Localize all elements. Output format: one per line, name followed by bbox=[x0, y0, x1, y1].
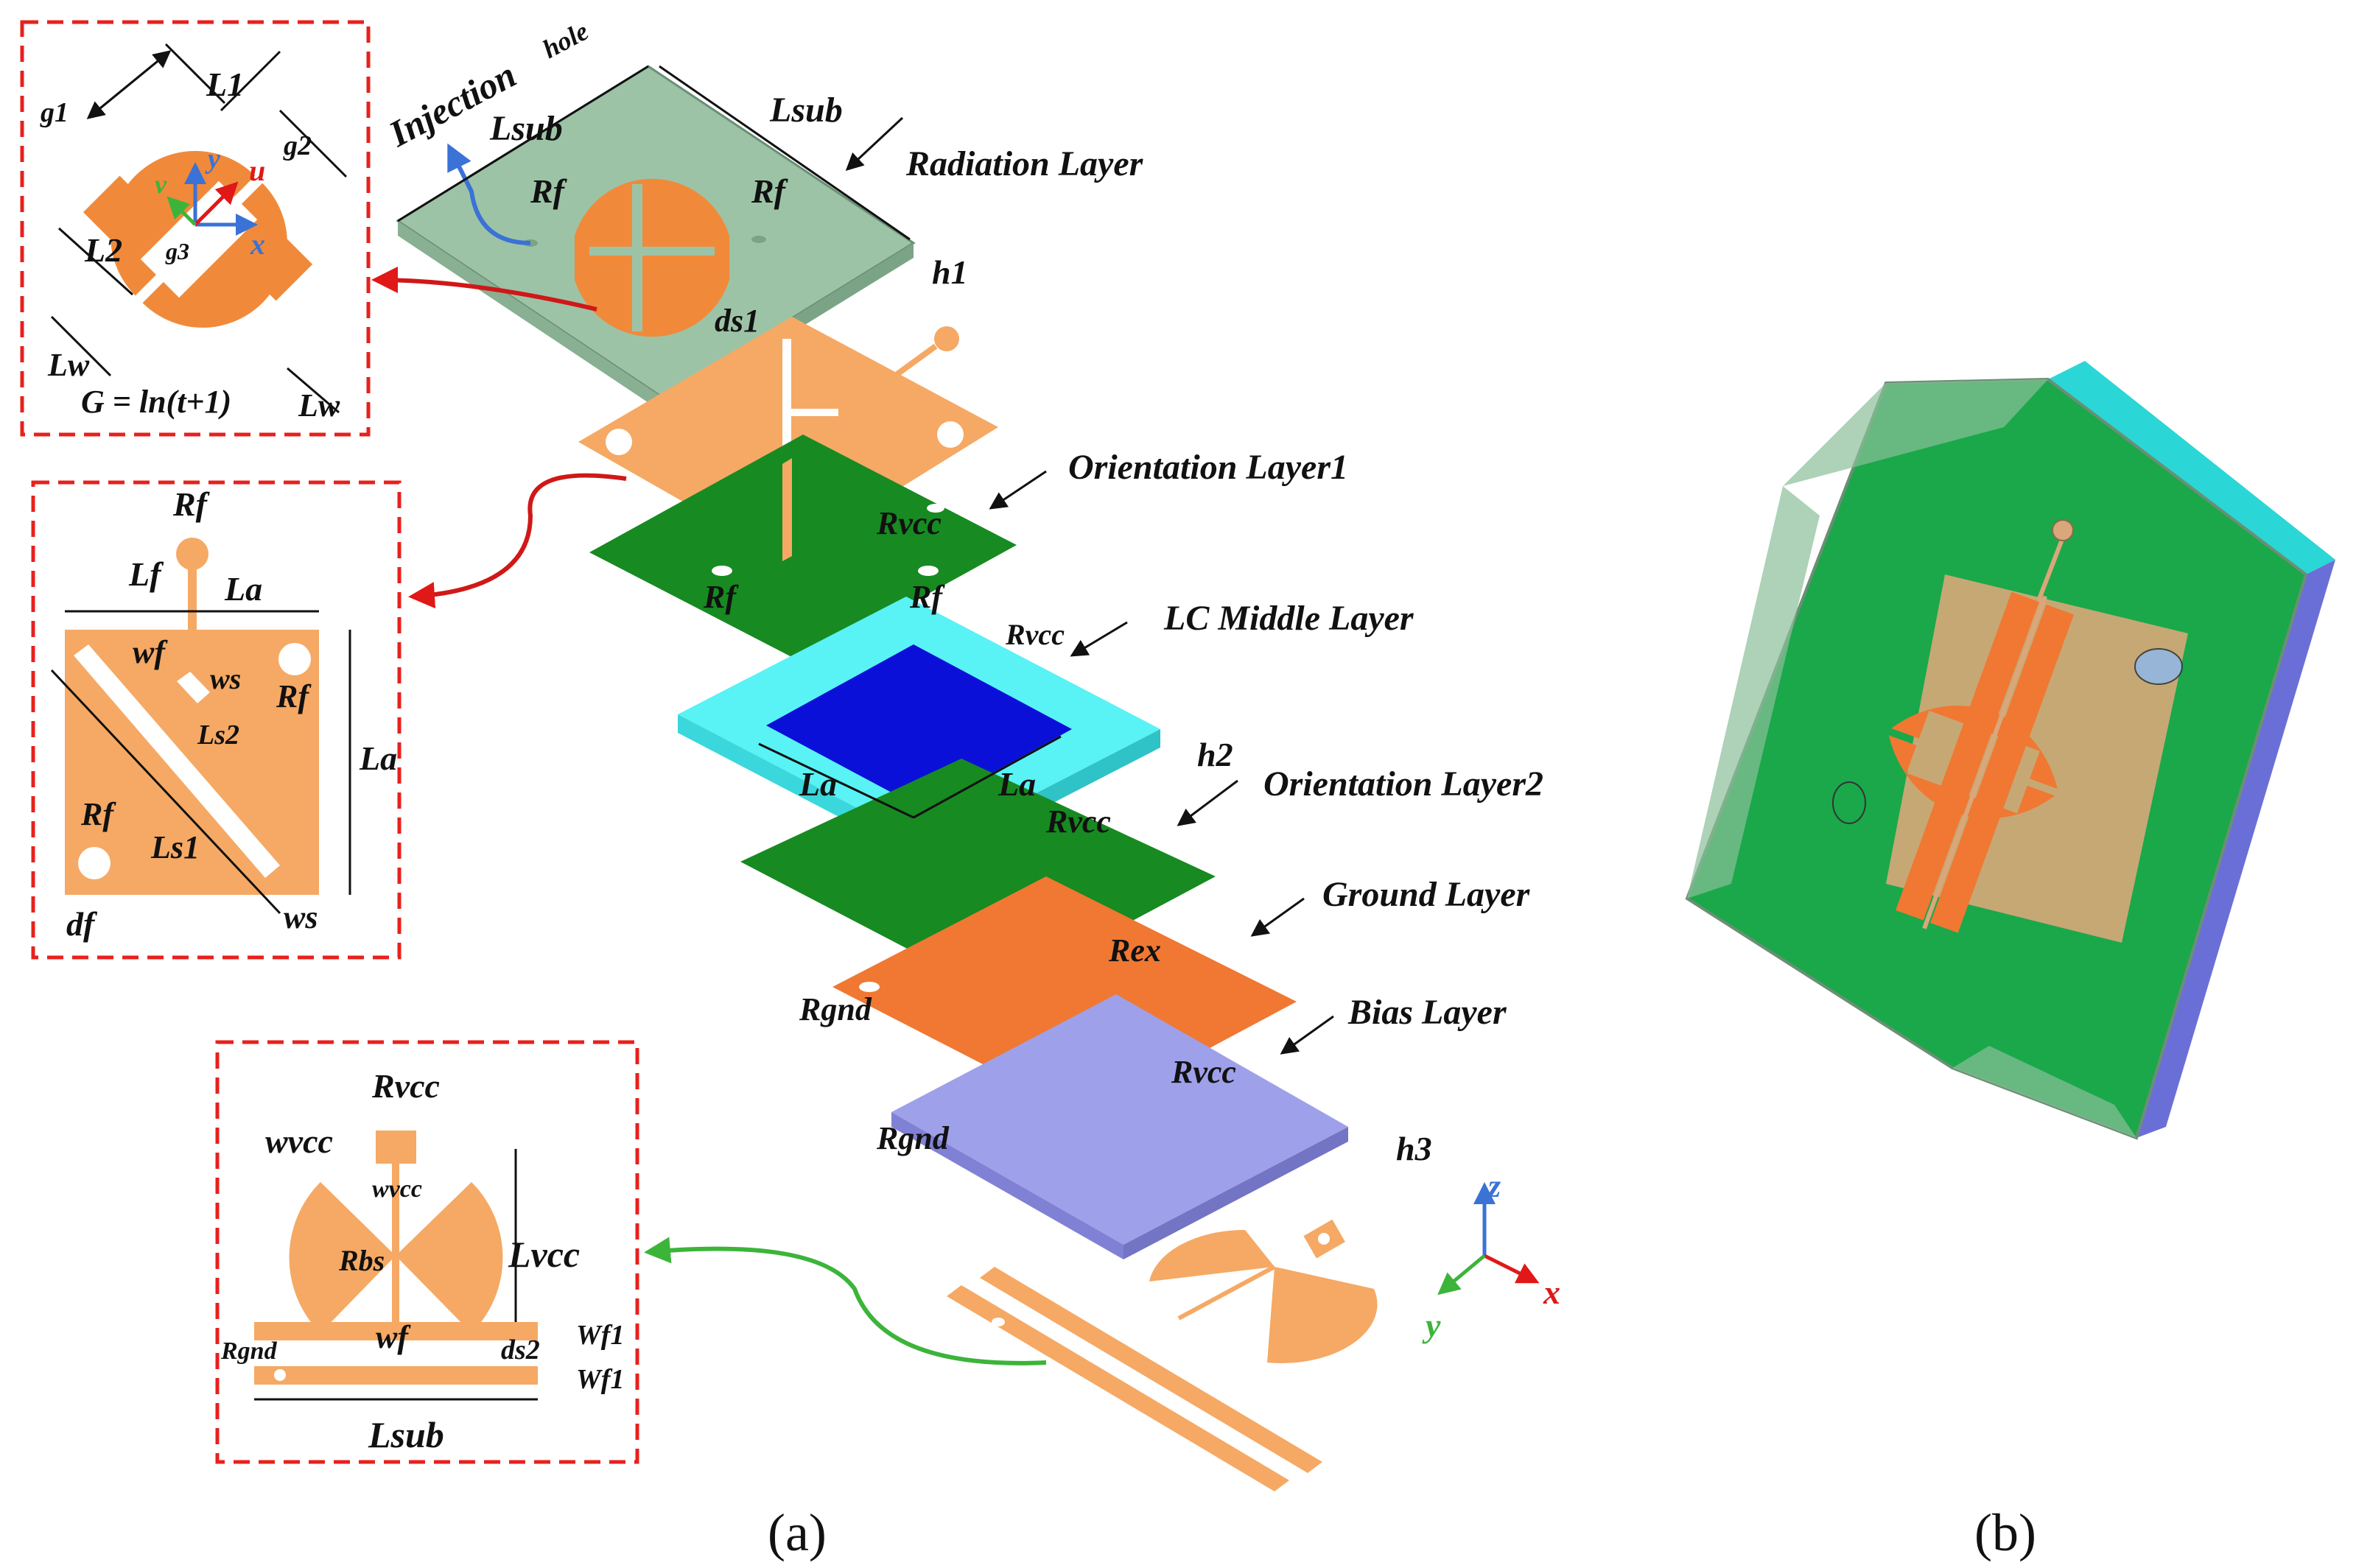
label-rf-o1-left: Rf bbox=[703, 579, 739, 615]
label-rex: Rex bbox=[1108, 932, 1161, 968]
bias-label-wvcc-left: wvcc bbox=[265, 1122, 333, 1160]
feed-label-rf-right: Rf bbox=[276, 678, 312, 714]
caption-a: (a) bbox=[768, 1503, 827, 1562]
label-l1: L1 bbox=[206, 66, 244, 103]
assembled-view bbox=[1685, 361, 2335, 1140]
label-g3: g3 bbox=[165, 238, 189, 264]
label-l2: L2 bbox=[84, 231, 122, 269]
inset-feed-frame bbox=[31, 480, 402, 960]
feed-label-wf: wf bbox=[133, 634, 168, 670]
label-rf-o1-right: Rf bbox=[909, 579, 945, 615]
label-rgnd-ground: Rgnd bbox=[799, 991, 872, 1027]
axis-y-label: y bbox=[1422, 1307, 1441, 1344]
patch-formula: G = ln(t+1) bbox=[81, 384, 231, 420]
patch-axis-u: u bbox=[249, 154, 265, 187]
patch-axis-v: v bbox=[155, 169, 167, 199]
label-orientation-layer-2: Orientation Layer2 bbox=[1263, 764, 1543, 804]
label-ground-layer: Ground Layer bbox=[1322, 875, 1531, 914]
feed-label-rf-bottom: Rf bbox=[80, 796, 116, 832]
label-bias-layer: Bias Layer bbox=[1347, 993, 1507, 1032]
inset-bias: Rvcc wvcc wvcc Lvcc Rbs wf ds2 Wf1 Wf1 R… bbox=[215, 1040, 639, 1464]
label-rvcc-bias: Rvcc bbox=[1171, 1054, 1236, 1090]
label-hole: hole bbox=[538, 16, 593, 64]
feed-label-la-right: La bbox=[359, 739, 397, 777]
label-rvcc-o2: Rvcc bbox=[1045, 804, 1111, 840]
label-h2: h2 bbox=[1197, 736, 1233, 773]
label-h3: h3 bbox=[1396, 1130, 1432, 1167]
exploded-stack: Radiation Layer Orientation Layer1 LC Mi… bbox=[371, 16, 1543, 1491]
bias-label-wvcc-mid: wvcc bbox=[372, 1175, 422, 1203]
patch-axis-x: x bbox=[250, 228, 265, 261]
bias-label-wf1-bottom: Wf1 bbox=[576, 1364, 624, 1395]
label-radiation-layer: Radiation Layer bbox=[905, 144, 1144, 183]
bias-line-bottom bbox=[254, 1366, 538, 1385]
label-g2: g2 bbox=[283, 130, 312, 161]
feed-label-ls2: Ls2 bbox=[197, 720, 239, 750]
bias-label-rgnd: Rgnd bbox=[220, 1337, 278, 1365]
caption-b: (b) bbox=[1974, 1503, 2036, 1562]
label-rvcc-lc: Rvcc bbox=[1005, 618, 1065, 651]
feed-label-lf: Lf bbox=[128, 555, 164, 593]
label-g1: g1 bbox=[40, 97, 69, 128]
bias-line-top bbox=[254, 1322, 538, 1340]
axis-x-label: x bbox=[1543, 1273, 1560, 1311]
label-ds1: ds1 bbox=[715, 303, 760, 339]
label-orientation-layer-1: Orientation Layer1 bbox=[1068, 448, 1348, 487]
label-lc-middle-layer: LC Middle Layer bbox=[1163, 599, 1414, 638]
bias-trace-2 bbox=[980, 1267, 1322, 1473]
patch-axis-y: y bbox=[205, 144, 220, 175]
inset-patch: u v y x L1 L2 g1 g2 g3 Lw Lw G = ln(t+1) bbox=[20, 20, 371, 437]
inset-patch-frame bbox=[20, 20, 371, 437]
feed-label-ws-mid: ws bbox=[210, 662, 241, 695]
bias-trace-1 bbox=[947, 1285, 1289, 1491]
label-lsub-left: Lsub bbox=[489, 109, 563, 148]
label-rf-rad-left: Rf bbox=[530, 172, 568, 210]
label-lw-right: Lw bbox=[298, 387, 340, 423]
patch-shape bbox=[83, 151, 313, 328]
bias-label-lsub: Lsub bbox=[368, 1414, 444, 1455]
bias-label-wf1-top: Wf1 bbox=[576, 1320, 624, 1351]
bias-label-lvcc: Lvcc bbox=[508, 1234, 580, 1275]
label-rgnd-bias: Rgnd bbox=[876, 1120, 950, 1156]
label-lsub-right: Lsub bbox=[769, 91, 843, 130]
axis-z-label: z bbox=[1487, 1168, 1501, 1204]
label-la-left: La bbox=[799, 765, 837, 803]
bias-label-rvcc: Rvcc bbox=[371, 1067, 440, 1105]
inset-bias-frame bbox=[215, 1040, 639, 1464]
assembled-patch bbox=[1888, 591, 2075, 933]
feed-label-la-top: La bbox=[224, 570, 262, 608]
feed-label-ls1: Ls1 bbox=[150, 829, 200, 865]
label-rvcc-o1: Rvcc bbox=[876, 505, 942, 541]
feed-label-ws-bottom: ws bbox=[284, 899, 318, 935]
lc-cavity bbox=[766, 644, 1072, 810]
bias-label-ds2: ds2 bbox=[501, 1335, 540, 1365]
label-lw-left: Lw bbox=[47, 347, 90, 383]
bias-label-rbs: Rbs bbox=[338, 1244, 385, 1277]
label-rf-rad-right: Rf bbox=[751, 172, 789, 210]
label-h1: h1 bbox=[932, 253, 968, 291]
bias-label-wf: wf bbox=[376, 1319, 411, 1355]
feed-label-df: df bbox=[66, 905, 98, 943]
feed-label-rf-top: Rf bbox=[172, 485, 211, 523]
label-la-right: La bbox=[998, 765, 1036, 803]
bias-layer bbox=[891, 994, 1348, 1245]
inset-feed: Rf Lf La wf ws Rf Ls2 La Rf Ls1 df ws bbox=[31, 480, 402, 960]
orientation-layer-1 bbox=[589, 435, 1017, 663]
global-axes: z x y bbox=[1422, 1168, 1560, 1344]
